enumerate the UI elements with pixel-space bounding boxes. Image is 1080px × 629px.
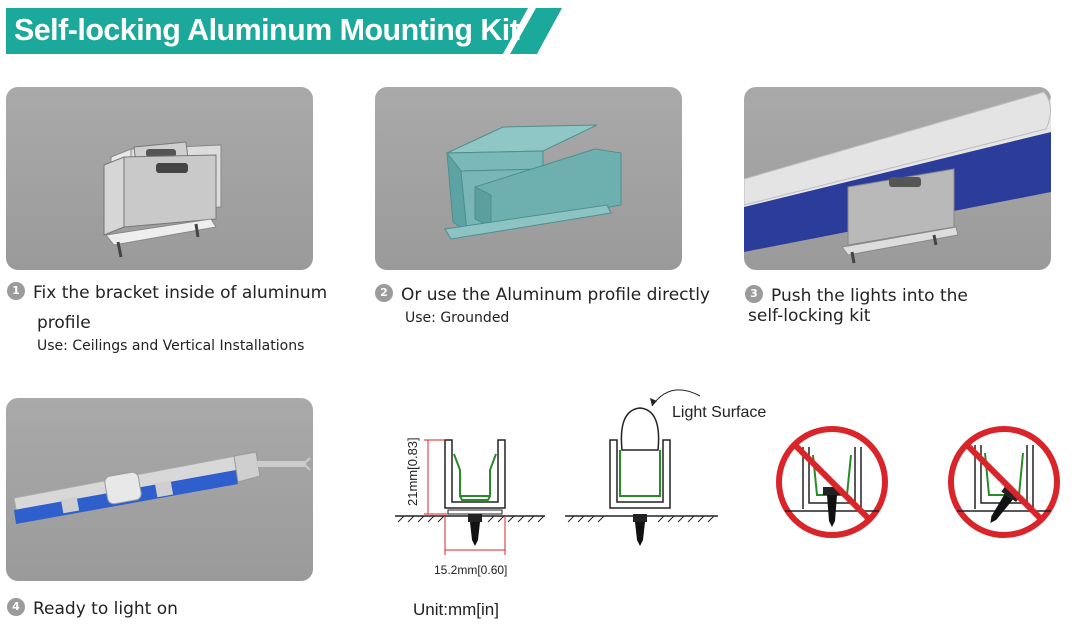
prohibited-install-icon-1 bbox=[776, 426, 888, 538]
profile-photo bbox=[375, 87, 682, 270]
ready-light-photo bbox=[6, 398, 313, 581]
step-4-caption: 4 Ready to light on bbox=[7, 596, 178, 622]
step-1-caption: 1 Fix the bracket inside of aluminum bbox=[7, 280, 327, 306]
step-4-line1: Ready to light on bbox=[33, 599, 178, 619]
step-1-line2: profile bbox=[37, 313, 91, 333]
light-surface-label: Light Surface bbox=[672, 404, 766, 421]
unit-label: Unit:mm[in] bbox=[413, 600, 499, 619]
page-title: Self-locking Aluminum Mounting Kit bbox=[14, 12, 520, 47]
step-1-line1: Fix the bracket inside of aluminum bbox=[33, 283, 328, 303]
height-dimension-label: 21mm[0.83] bbox=[405, 437, 420, 506]
step-2-note: Use: Grounded bbox=[405, 310, 510, 326]
bracket-photo bbox=[6, 87, 313, 270]
step-2-badge: 2 bbox=[375, 284, 393, 302]
step-3-badge: 3 bbox=[745, 285, 763, 303]
step-3-caption: 3 Push the lights into the bbox=[745, 283, 968, 309]
width-dimension-label: 15.2mm[0.60] bbox=[434, 563, 507, 577]
push-lights-photo bbox=[744, 87, 1051, 270]
step-1-note: Use: Ceilings and Vertical Installations bbox=[37, 338, 305, 354]
step-2-line1: Or use the Aluminum profile directly bbox=[401, 285, 710, 305]
step-4-badge: 4 bbox=[7, 598, 25, 616]
step-1-badge: 1 bbox=[7, 282, 25, 300]
step-2-caption: 2 Or use the Aluminum profile directly bbox=[375, 282, 710, 308]
light-surface-diagram: Light Surface bbox=[565, 389, 766, 546]
step-3-line1: Push the lights into the bbox=[771, 286, 968, 306]
dimension-diagram: 21mm[0.83] 15.2mm[0.60] bbox=[395, 437, 545, 577]
prohibited-install-icon-2 bbox=[948, 426, 1060, 538]
step-3-line2: self-locking kit bbox=[748, 306, 871, 326]
title-banner bbox=[6, 8, 562, 54]
